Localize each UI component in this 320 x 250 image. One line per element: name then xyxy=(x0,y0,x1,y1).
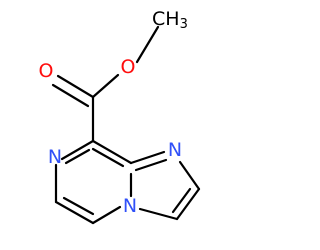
bond-n1-c2 xyxy=(178,160,201,191)
carbonyl-oxygen-label: O xyxy=(39,60,54,82)
bond-c6-c5-a xyxy=(54,200,95,225)
imidazole-nitrogen-label: N xyxy=(168,139,182,161)
bond-c8-n7-a xyxy=(60,139,95,161)
bond-c8a-n1-a xyxy=(129,150,166,165)
molecule-structure: CH3 O O N N N xyxy=(39,8,201,225)
methyl-label: CH3 xyxy=(152,8,188,32)
bond-c-o-ester xyxy=(91,73,120,99)
bond-c3-n4 xyxy=(138,207,179,221)
ester-oxygen-label: O xyxy=(121,56,136,78)
bond-o-methyl xyxy=(135,25,160,64)
bond-c8a-n1-b xyxy=(134,158,168,172)
bond-c8a-c8-b xyxy=(91,147,125,168)
bond-c8a-c8-a xyxy=(91,139,133,165)
methyl-subscript: 3 xyxy=(180,17,188,32)
bond-c2-c3-a xyxy=(175,187,201,221)
bond-c6-c5-b xyxy=(62,196,95,216)
bond-c5-n4 xyxy=(91,205,122,225)
pyrazine-nitrogen-label: N xyxy=(48,146,62,168)
bridgehead-nitrogen-label: N xyxy=(123,195,137,217)
bond-c-o-double-1 xyxy=(56,74,95,99)
methyl-text: CH xyxy=(152,8,180,30)
bond-c2-c3-b xyxy=(171,187,192,214)
atom-labels: CH3 O O N N N xyxy=(39,8,188,217)
bond-c8-n7-b xyxy=(64,148,91,165)
bonds xyxy=(51,25,201,225)
bond-c-o-double-2 xyxy=(51,83,90,108)
